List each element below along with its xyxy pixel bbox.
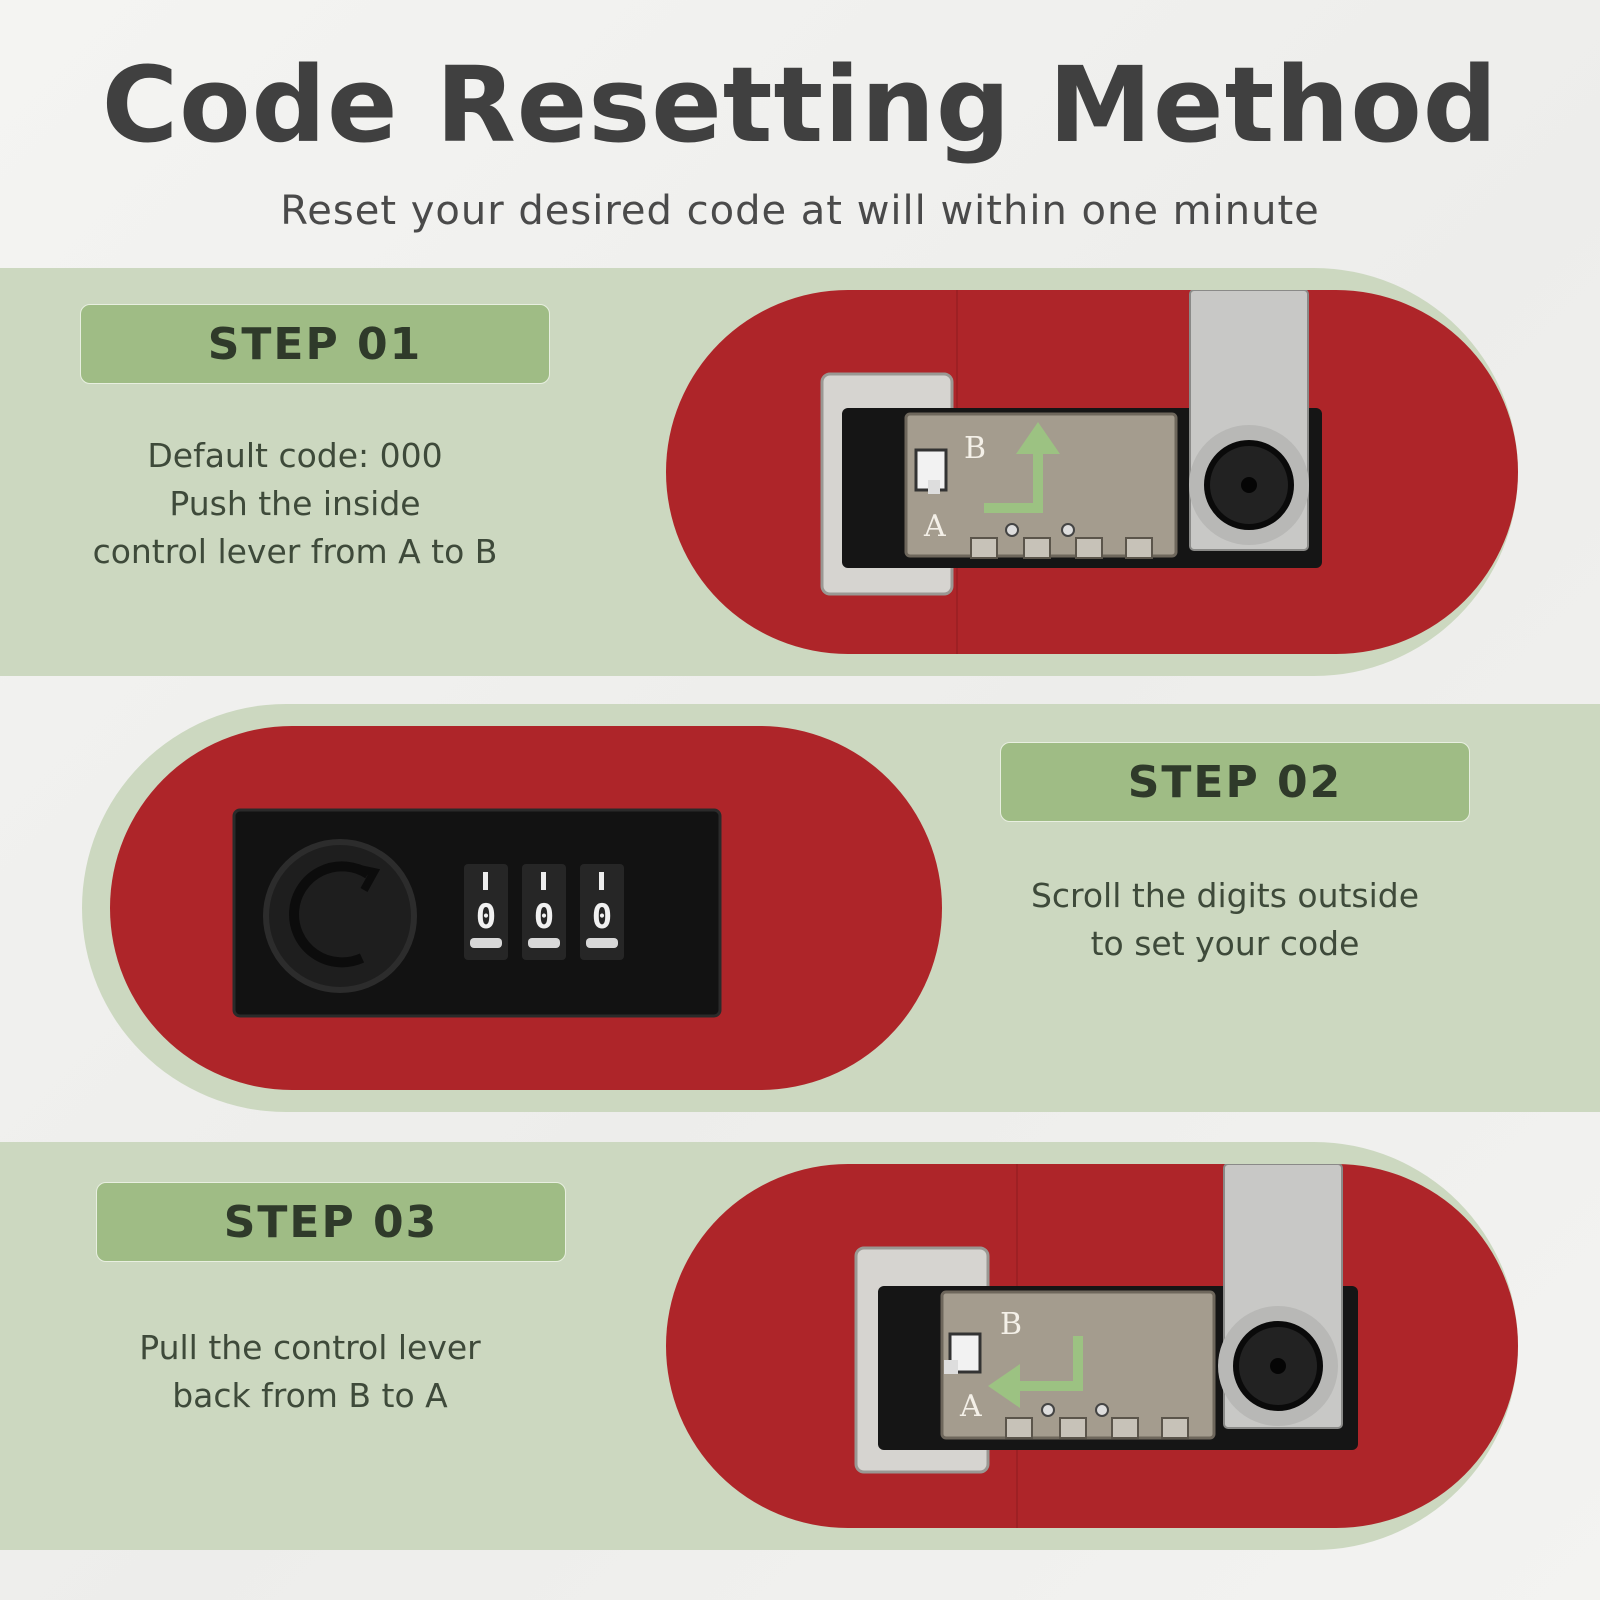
step-03-photo: B A <box>666 1164 1518 1528</box>
lever-label-a: A <box>923 509 946 544</box>
step-01-text: Default code: 000 Push the inside contro… <box>15 432 575 576</box>
step-03-line-2: back from B to A <box>172 1376 448 1415</box>
up-right-arrow-icon <box>984 422 1060 513</box>
step-02-text: Scroll the digits outside to set your co… <box>945 872 1505 968</box>
step-02-tag: STEP 02 <box>1000 742 1470 822</box>
step-03-tag: STEP 03 <box>96 1182 566 1262</box>
dial-digit-1[interactable]: 0 <box>476 897 496 937</box>
step-01-line-3: control lever from A to B <box>92 532 498 571</box>
step-03-text: Pull the control lever back from B to A <box>30 1324 590 1420</box>
step-03-line-1: Pull the control lever <box>139 1328 481 1367</box>
step-02-line-2: to set your code <box>1090 924 1360 963</box>
step-02-line-1: Scroll the digits outside <box>1030 876 1420 915</box>
step-02-photo: 0 0 0 <box>110 726 942 1090</box>
step-01-line-1: Default code: 000 <box>147 436 443 475</box>
step-03-label: STEP 03 <box>223 1197 439 1248</box>
lever-label-b: B <box>1000 1307 1022 1342</box>
lever-label-a: A <box>959 1389 982 1424</box>
dial-digit-2[interactable]: 0 <box>534 897 554 937</box>
step-01-line-2: Push the inside <box>169 484 421 523</box>
step-02-label: STEP 02 <box>1127 757 1343 808</box>
lever-label-b: B <box>964 431 986 466</box>
step-01-photo: B A <box>666 290 1518 654</box>
step-01-tag: STEP 01 <box>80 304 550 384</box>
step-01-label: STEP 01 <box>207 319 423 370</box>
page-subtitle: Reset your desired code at will within o… <box>280 188 1320 234</box>
page-title: Code Resetting Method <box>101 44 1499 166</box>
back-left-arrow-icon <box>988 1336 1083 1408</box>
dial-digit-3[interactable]: 0 <box>592 897 612 937</box>
